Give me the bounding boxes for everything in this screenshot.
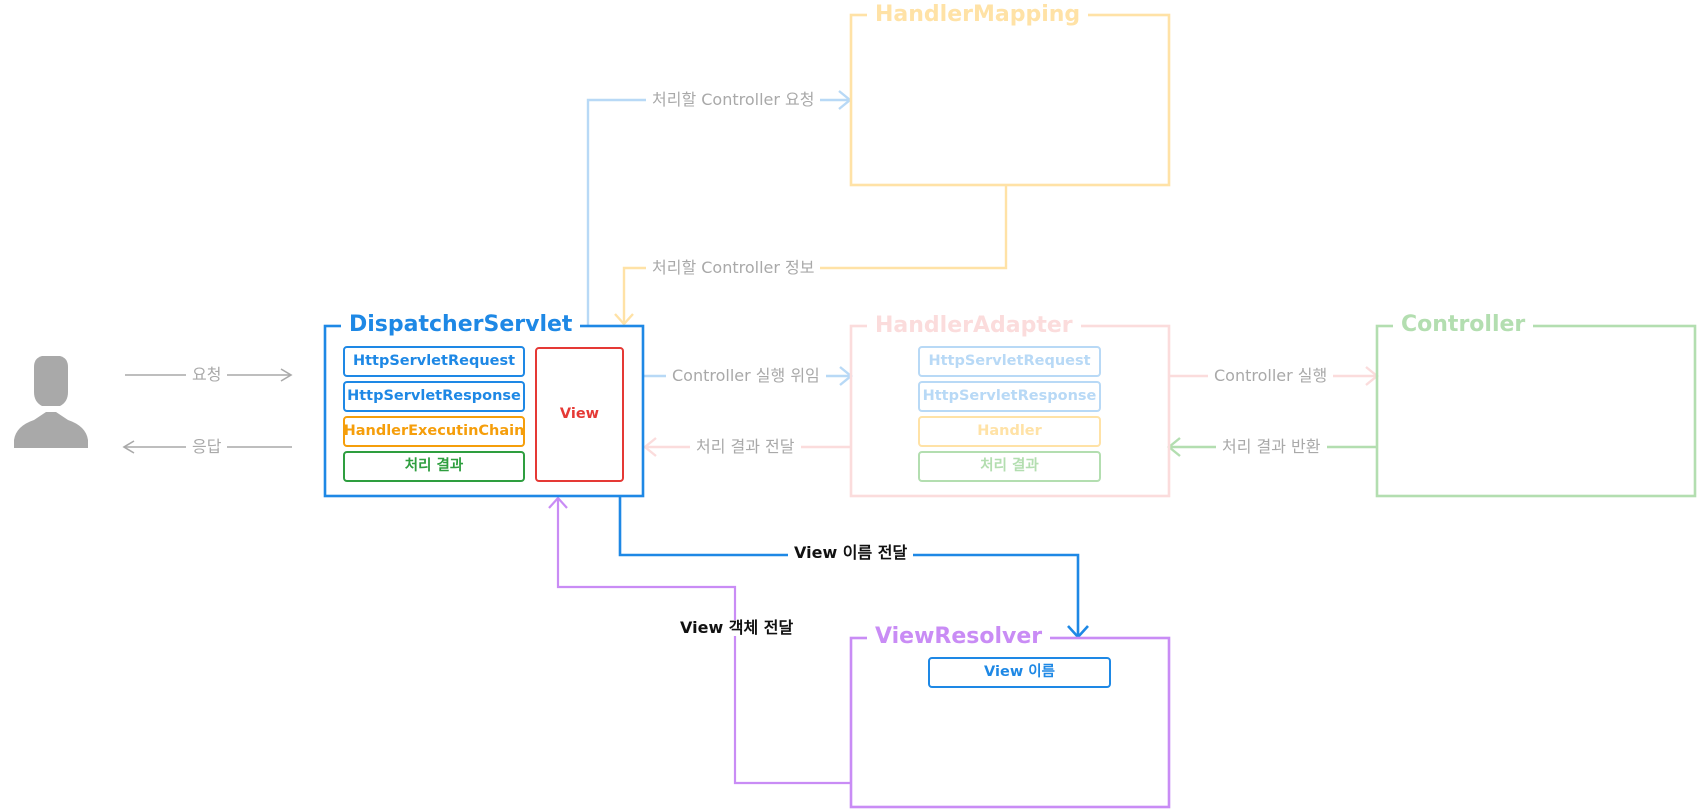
deliver-view-name-label: View 이름 전달 xyxy=(788,545,914,561)
handler-mapping-box xyxy=(849,13,1171,187)
dispatcher-response-chip: HttpServletResponse xyxy=(343,381,525,412)
dispatcher-handler-chain-chip: HandlerExecutinChain xyxy=(343,416,525,447)
request-controller-label: 처리할 Controller 요청 xyxy=(646,92,821,108)
response-label: 응답 xyxy=(186,439,228,455)
adapter-response-chip: HttpServletResponse xyxy=(918,381,1101,412)
handler-mapping-title: HandlerMapping xyxy=(867,4,1089,26)
handler-adapter-title: HandlerAdapter xyxy=(867,315,1081,337)
dispatcher-view-chip: View xyxy=(535,347,624,482)
user-silhouette-icon xyxy=(14,356,88,448)
view-resolver-title: ViewResolver xyxy=(867,626,1051,648)
execute-controller-label: Controller 실행 xyxy=(1208,368,1334,384)
deliver-result-label: 처리 결과 전달 xyxy=(690,439,801,455)
controller-title: Controller xyxy=(1393,314,1534,336)
request-label: 요청 xyxy=(186,367,228,383)
deliver-view-name-arrow xyxy=(618,497,1089,639)
adapter-handler-chip: Handler xyxy=(918,416,1101,447)
dispatcher-servlet-title: DispatcherServlet xyxy=(341,314,581,336)
dispatcher-result-chip: 처리 결과 xyxy=(343,451,525,482)
delegate-execution-label: Controller 실행 위임 xyxy=(666,368,826,384)
request-controller-arrow xyxy=(586,90,852,325)
adapter-request-chip: HttpServletRequest xyxy=(918,346,1101,377)
deliver-view-object-arrow xyxy=(548,496,852,785)
adapter-result-chip: 처리 결과 xyxy=(918,451,1101,482)
controller-info-label: 처리할 Controller 정보 xyxy=(646,260,821,276)
view-name-chip: View 이름 xyxy=(928,657,1111,688)
dispatcher-request-chip: HttpServletRequest xyxy=(343,346,525,377)
controller-box xyxy=(1375,324,1697,498)
controller-info-arrow xyxy=(614,185,1008,326)
deliver-view-object-label: View 객체 전달 xyxy=(674,620,800,636)
return-result-label: 처리 결과 반환 xyxy=(1216,439,1327,455)
